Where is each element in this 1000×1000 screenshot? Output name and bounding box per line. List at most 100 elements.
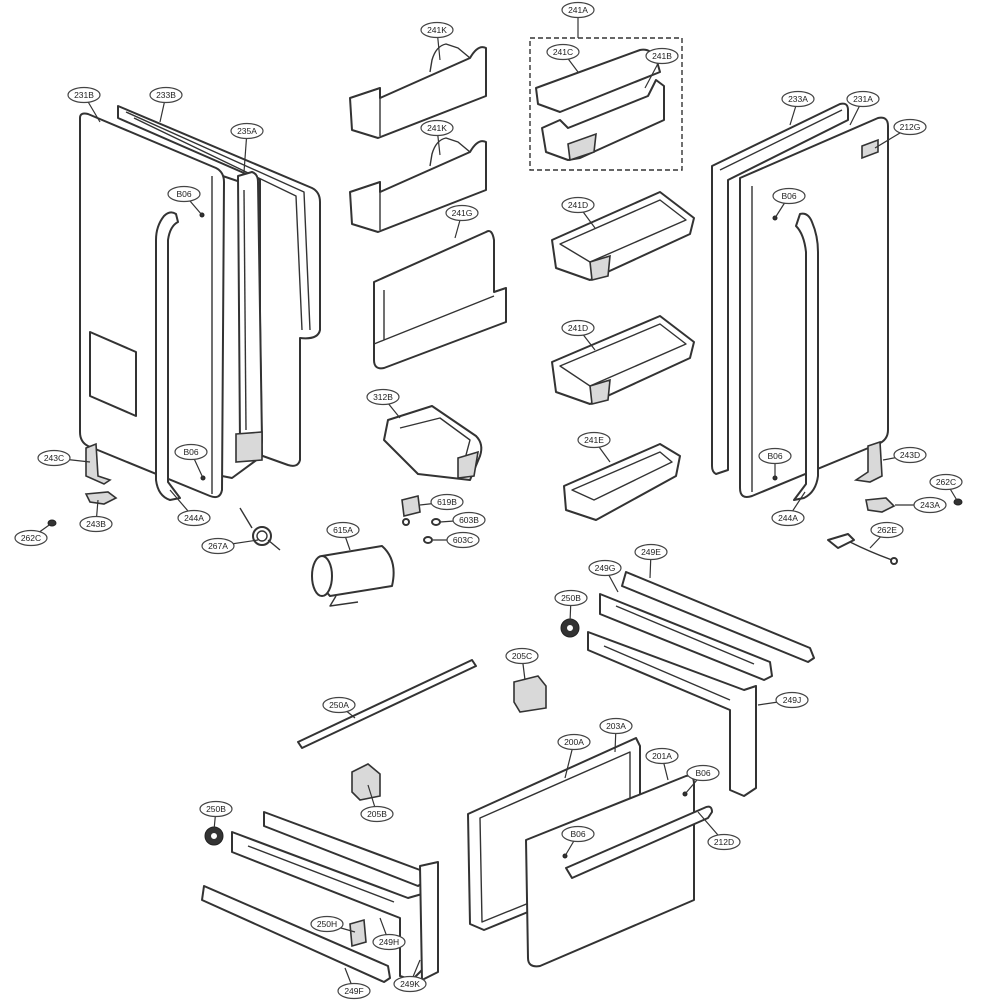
callout-241c: 241C: [546, 43, 580, 73]
callout-label: 250A: [329, 700, 349, 710]
callout-oval: [561, 319, 595, 337]
callout-label: 262C: [936, 477, 956, 487]
callout-262c: 262C: [14, 522, 53, 547]
callout-615a: 615A: [326, 521, 360, 551]
callout-label: 244A: [778, 513, 798, 523]
callout-oval: [846, 90, 880, 108]
drawer-rails-left: [201, 811, 439, 983]
callout-250b: 250B: [199, 800, 233, 831]
callout-label: B06: [183, 447, 198, 457]
callout-oval: [557, 733, 591, 751]
callout-oval: [360, 805, 394, 823]
door-bin-241g: [373, 230, 507, 370]
lower-drawer: [297, 659, 713, 968]
callout-label: 241G: [452, 208, 473, 218]
callout-label: 249G: [595, 563, 616, 573]
callout-oval: [393, 975, 427, 993]
rail-249f: [201, 885, 391, 983]
callout-oval: [177, 509, 211, 527]
door-switch-wire: [827, 533, 898, 565]
drawer-rails-right: [513, 571, 815, 797]
callout-205c: 205C: [505, 647, 539, 681]
right-hinge: [865, 497, 896, 513]
callout-label: 205C: [512, 651, 532, 661]
callout-label: 250B: [206, 804, 226, 814]
callout-label: 262C: [21, 533, 41, 543]
callout-212g: 212G: [874, 118, 927, 149]
callout-b06: B06: [174, 443, 208, 479]
callout-oval: [322, 696, 356, 714]
callout-label: 241E: [584, 435, 604, 445]
callout-249f: 249F: [337, 967, 371, 1000]
rail-249e: [621, 571, 815, 663]
callout-b06: B06: [758, 447, 792, 478]
door-bins: [311, 43, 507, 607]
water-valve: [401, 495, 441, 544]
callout-250h: 250H: [310, 915, 356, 933]
callout-oval: [446, 531, 480, 549]
left-door-panel: [79, 112, 225, 499]
left-hinge-bracket: [85, 442, 112, 485]
callout-oval: [310, 915, 344, 933]
callout-243b: 243B: [79, 499, 113, 533]
callout-label: 262E: [877, 525, 897, 535]
callout-249j: 249J: [757, 691, 809, 709]
callout-oval: [230, 122, 264, 140]
callout-label: 243D: [900, 450, 920, 460]
water-filter-canister: [311, 545, 395, 607]
bin-241e: [563, 443, 681, 521]
callout-label: 205B: [367, 809, 387, 819]
callout-249g: 249G: [588, 559, 622, 593]
rail-249g: [599, 593, 773, 681]
callout-241k: 241K: [420, 119, 454, 156]
callout-b06: B06: [772, 187, 806, 219]
callout-label: 243C: [44, 453, 64, 463]
callout-label: B06: [176, 189, 191, 199]
callout-label: 241C: [553, 47, 573, 57]
callout-oval: [14, 529, 48, 547]
callout-oval: [913, 496, 947, 514]
callout-label: 249E: [641, 547, 661, 557]
left-door-gasket: [117, 105, 321, 467]
bin-241b: [541, 79, 665, 161]
callout-oval: [445, 204, 479, 222]
callout-b06: B06: [561, 825, 595, 857]
callout-label: 603C: [453, 535, 473, 545]
callout-231b: 231B: [67, 86, 101, 123]
callout-312b: 312B: [366, 388, 401, 419]
callout-label: 203A: [606, 721, 626, 731]
callout-243c: 243C: [37, 449, 91, 467]
callout-250b: 250B: [554, 589, 588, 623]
callout-label: 212G: [900, 122, 921, 132]
callout-label: 243A: [920, 500, 940, 510]
left-door-mullion: [237, 171, 263, 455]
callout-oval: [645, 747, 679, 765]
seal-strip-250a: [297, 659, 477, 749]
rail-249j: [587, 631, 757, 797]
bin-241d-top: [551, 191, 695, 281]
callout-619b: 619B: [419, 493, 464, 511]
left-door-handle: [155, 211, 181, 501]
callout-oval: [199, 800, 233, 818]
callout-label: 231B: [74, 90, 94, 100]
callout-label: 241D: [568, 323, 588, 333]
callout-249h: 249H: [372, 917, 406, 951]
callout-oval: [634, 543, 668, 561]
callout-label: 233A: [788, 94, 808, 104]
callout-label: B06: [767, 451, 782, 461]
callout-603c: 603C: [433, 531, 480, 549]
callout-oval: [366, 388, 400, 406]
right-door-assembly: [711, 102, 963, 565]
callout-label: B06: [570, 829, 585, 839]
callout-oval: [561, 825, 595, 843]
callout-262c: 262C: [929, 473, 963, 503]
bracket-205b: [351, 763, 381, 801]
drawer-handle: [565, 805, 713, 879]
callout-249e: 249E: [634, 543, 668, 579]
callout-oval: [599, 717, 633, 735]
callout-oval: [561, 196, 595, 214]
callout-243a: 243A: [895, 496, 947, 514]
callout-oval: [758, 447, 792, 465]
callout-oval: [420, 21, 454, 39]
